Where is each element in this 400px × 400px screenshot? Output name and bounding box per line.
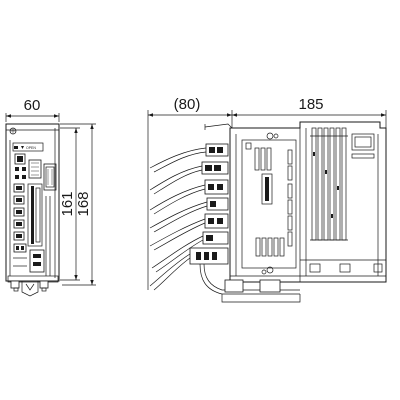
- side-body: [204, 121, 387, 283]
- side-connectors: [189, 143, 229, 265]
- width-dim-label: 60: [24, 97, 41, 114]
- front-view: 60 OPEN: [5, 97, 96, 297]
- outer-height-dim-label: 168: [75, 191, 92, 216]
- side-view: (80) 185: [147, 96, 387, 303]
- front-control-panel: OPEN: [12, 142, 57, 273]
- inner-height-dim-label: 161: [59, 191, 76, 216]
- side-cables: [149, 147, 301, 303]
- depth-dimensions: (80) 185: [147, 96, 387, 290]
- open-label: OPEN: [26, 146, 36, 150]
- body-depth-dim-label: 185: [298, 96, 323, 113]
- width-dimension: 60: [5, 97, 60, 122]
- connector-depth-dim-label: (80): [174, 96, 201, 113]
- front-body-outline: [5, 123, 60, 282]
- front-bottom-connectors: [7, 275, 59, 297]
- height-dimensions: 161 168: [59, 123, 96, 286]
